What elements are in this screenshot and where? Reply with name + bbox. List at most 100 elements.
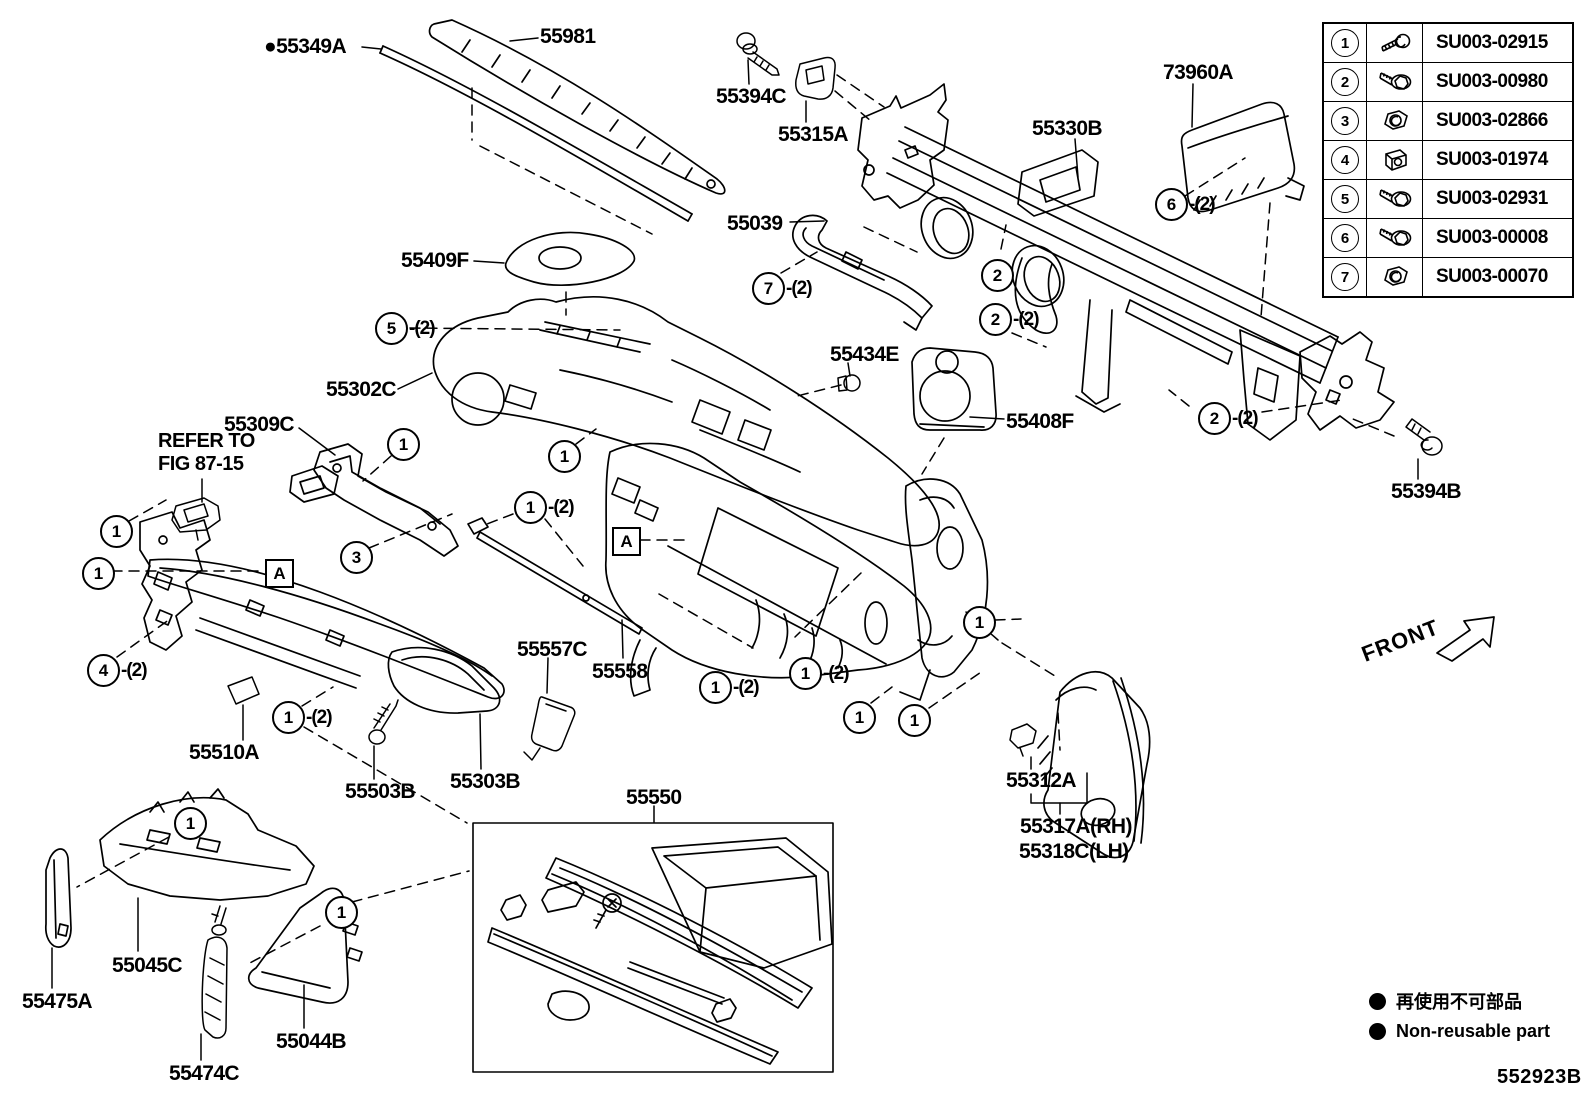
fastener-callout-4: 4-(2) xyxy=(87,654,148,687)
part-label-55039: 55039 xyxy=(727,212,783,235)
fastener-callout-2: 2 xyxy=(981,259,1014,292)
fastener-callout-number: 6 xyxy=(1331,224,1359,252)
fastener-row: 3 SU003-02866 xyxy=(1324,101,1572,140)
callout-number: 6 xyxy=(1155,188,1188,221)
fastener-callout-number: 3 xyxy=(1331,107,1359,135)
fastener-part-number: SU003-01974 xyxy=(1422,141,1572,179)
fastener-callout-number: 2 xyxy=(1331,68,1359,96)
fastener-callout-1: 1 xyxy=(100,515,133,548)
part-label-55045C: 55045C xyxy=(112,954,183,977)
callout-number: 1 xyxy=(514,491,547,524)
fastener-number-cell: 5 xyxy=(1324,180,1366,218)
callout-number: 1 xyxy=(387,428,420,461)
section-marker-A: A xyxy=(612,527,641,556)
callout-number: 7 xyxy=(752,272,785,305)
pan-head-screw-icon xyxy=(1366,24,1422,62)
fastener-part-number: SU003-02915 xyxy=(1422,24,1572,62)
part-55503B-screw xyxy=(368,699,399,745)
fastener-callout-1: 1 xyxy=(174,807,207,840)
fastener-number-cell: 3 xyxy=(1324,102,1366,140)
hex-bolt-washer-icon xyxy=(1366,180,1422,218)
fastener-callout-7: 7-(2) xyxy=(752,272,813,305)
fastener-callout-number: 7 xyxy=(1331,263,1359,291)
fastener-callout-number: 4 xyxy=(1331,146,1359,174)
part-55394B-screw xyxy=(1405,418,1443,456)
callout-quantity: -(2) xyxy=(1232,407,1259,429)
diagram-code: 552923B xyxy=(1497,1066,1582,1088)
callout-number: 1 xyxy=(272,701,305,734)
non-reusable-legend: 再使用不可部品 Non-reusable part xyxy=(1369,988,1550,1049)
part-label-55434E: 55434E xyxy=(830,343,899,366)
fastener-callout-6: 6-(2) xyxy=(1155,188,1216,221)
part-55981-defroster-garnish xyxy=(428,19,726,195)
callout-number: 4 xyxy=(87,654,120,687)
callout-quantity: -(2) xyxy=(306,706,333,728)
fastener-callout-1: 1 xyxy=(548,440,581,473)
part-refer-fig-connector xyxy=(171,497,221,541)
part-label-55394B: 55394B xyxy=(1391,480,1462,503)
callout-quantity: -(2) xyxy=(733,676,760,698)
fastener-callout-1: 1-(2) xyxy=(789,657,850,690)
callout-quantity: -(2) xyxy=(1189,193,1216,215)
fastener-callout-2: 2-(2) xyxy=(979,303,1040,336)
part-55510A-cushion xyxy=(227,676,260,705)
part-label-55558: 55558 xyxy=(592,660,648,683)
part-55394C-bolt xyxy=(736,32,780,76)
legend-text: 再使用不可部品 xyxy=(1396,992,1522,1012)
fastener-row: 4 SU003-01974 xyxy=(1324,140,1572,179)
legend-row: 再使用不可部品 xyxy=(1369,988,1550,1014)
fastener-row: 1 SU003-02915 xyxy=(1324,24,1572,62)
callout-number: 2 xyxy=(981,259,1014,292)
callout-number: 1 xyxy=(843,701,876,734)
front-arrow-icon xyxy=(1436,616,1495,662)
fastener-part-number: SU003-00980 xyxy=(1422,63,1572,101)
part-55557C-damper xyxy=(523,696,576,761)
section-marker-A: A xyxy=(265,559,294,588)
part-55330B-reinforcement-beam xyxy=(857,83,1395,441)
fastener-part-number: SU003-00008 xyxy=(1422,219,1572,257)
part-55409F-pad xyxy=(504,231,636,286)
fastener-number-cell: 7 xyxy=(1324,258,1366,296)
fastener-part-number: SU003-02866 xyxy=(1422,102,1572,140)
fastener-number-cell: 2 xyxy=(1324,63,1366,101)
part-55309C-brace xyxy=(313,443,459,557)
part-label-55503B: 55503B xyxy=(345,780,416,803)
part-55475A-trim xyxy=(44,848,72,948)
part-label-55408F: 55408F xyxy=(1006,410,1074,433)
part-label-55409F: 55409F xyxy=(401,249,469,272)
callout-number: 1 xyxy=(789,657,822,690)
part-label-55349A: ●55349A xyxy=(264,35,347,58)
fastener-callout-1: 1 xyxy=(898,704,931,737)
fastener-callout-1: 1-(2) xyxy=(699,671,760,704)
fastener-callout-1: 1 xyxy=(963,606,996,639)
callout-number: 5 xyxy=(375,312,408,345)
part-label-55302C: 55302C xyxy=(326,378,397,401)
part-55317A-side-panel xyxy=(1037,671,1151,859)
non-reusable-dot xyxy=(1369,1023,1386,1040)
fastener-callout-number: 5 xyxy=(1331,185,1359,213)
fastener-part-number: SU003-00070 xyxy=(1422,258,1572,296)
fastener-callout-number: 1 xyxy=(1331,29,1359,57)
part-panel-right-end xyxy=(899,478,989,701)
part-label-55550: 55550 xyxy=(626,786,682,809)
part-label-55394C: 55394C xyxy=(716,85,787,108)
fastener-row: 2 SU003-00980 xyxy=(1324,62,1572,101)
callout-number: 2 xyxy=(979,303,1012,336)
part-label-55312A: 55312A xyxy=(1006,769,1077,792)
callout-quantity: -(2) xyxy=(548,496,575,518)
part-55315A-clamp xyxy=(795,56,836,100)
callout-number: 1 xyxy=(82,557,115,590)
fastener-callout-1: 1-(2) xyxy=(514,491,575,524)
reference-note: REFER TO FIG 87-15 xyxy=(158,430,255,475)
legend-row: Non-reusable part xyxy=(1369,1021,1550,1042)
part-55349A-seal-strip xyxy=(379,45,693,222)
part-55408F-speaker-panel xyxy=(911,347,997,431)
part-label-55303B: 55303B xyxy=(450,770,521,793)
callout-number: 1 xyxy=(174,807,207,840)
flange-nut-icon xyxy=(1366,102,1422,140)
hex-bolt-washer-icon xyxy=(1366,219,1422,257)
